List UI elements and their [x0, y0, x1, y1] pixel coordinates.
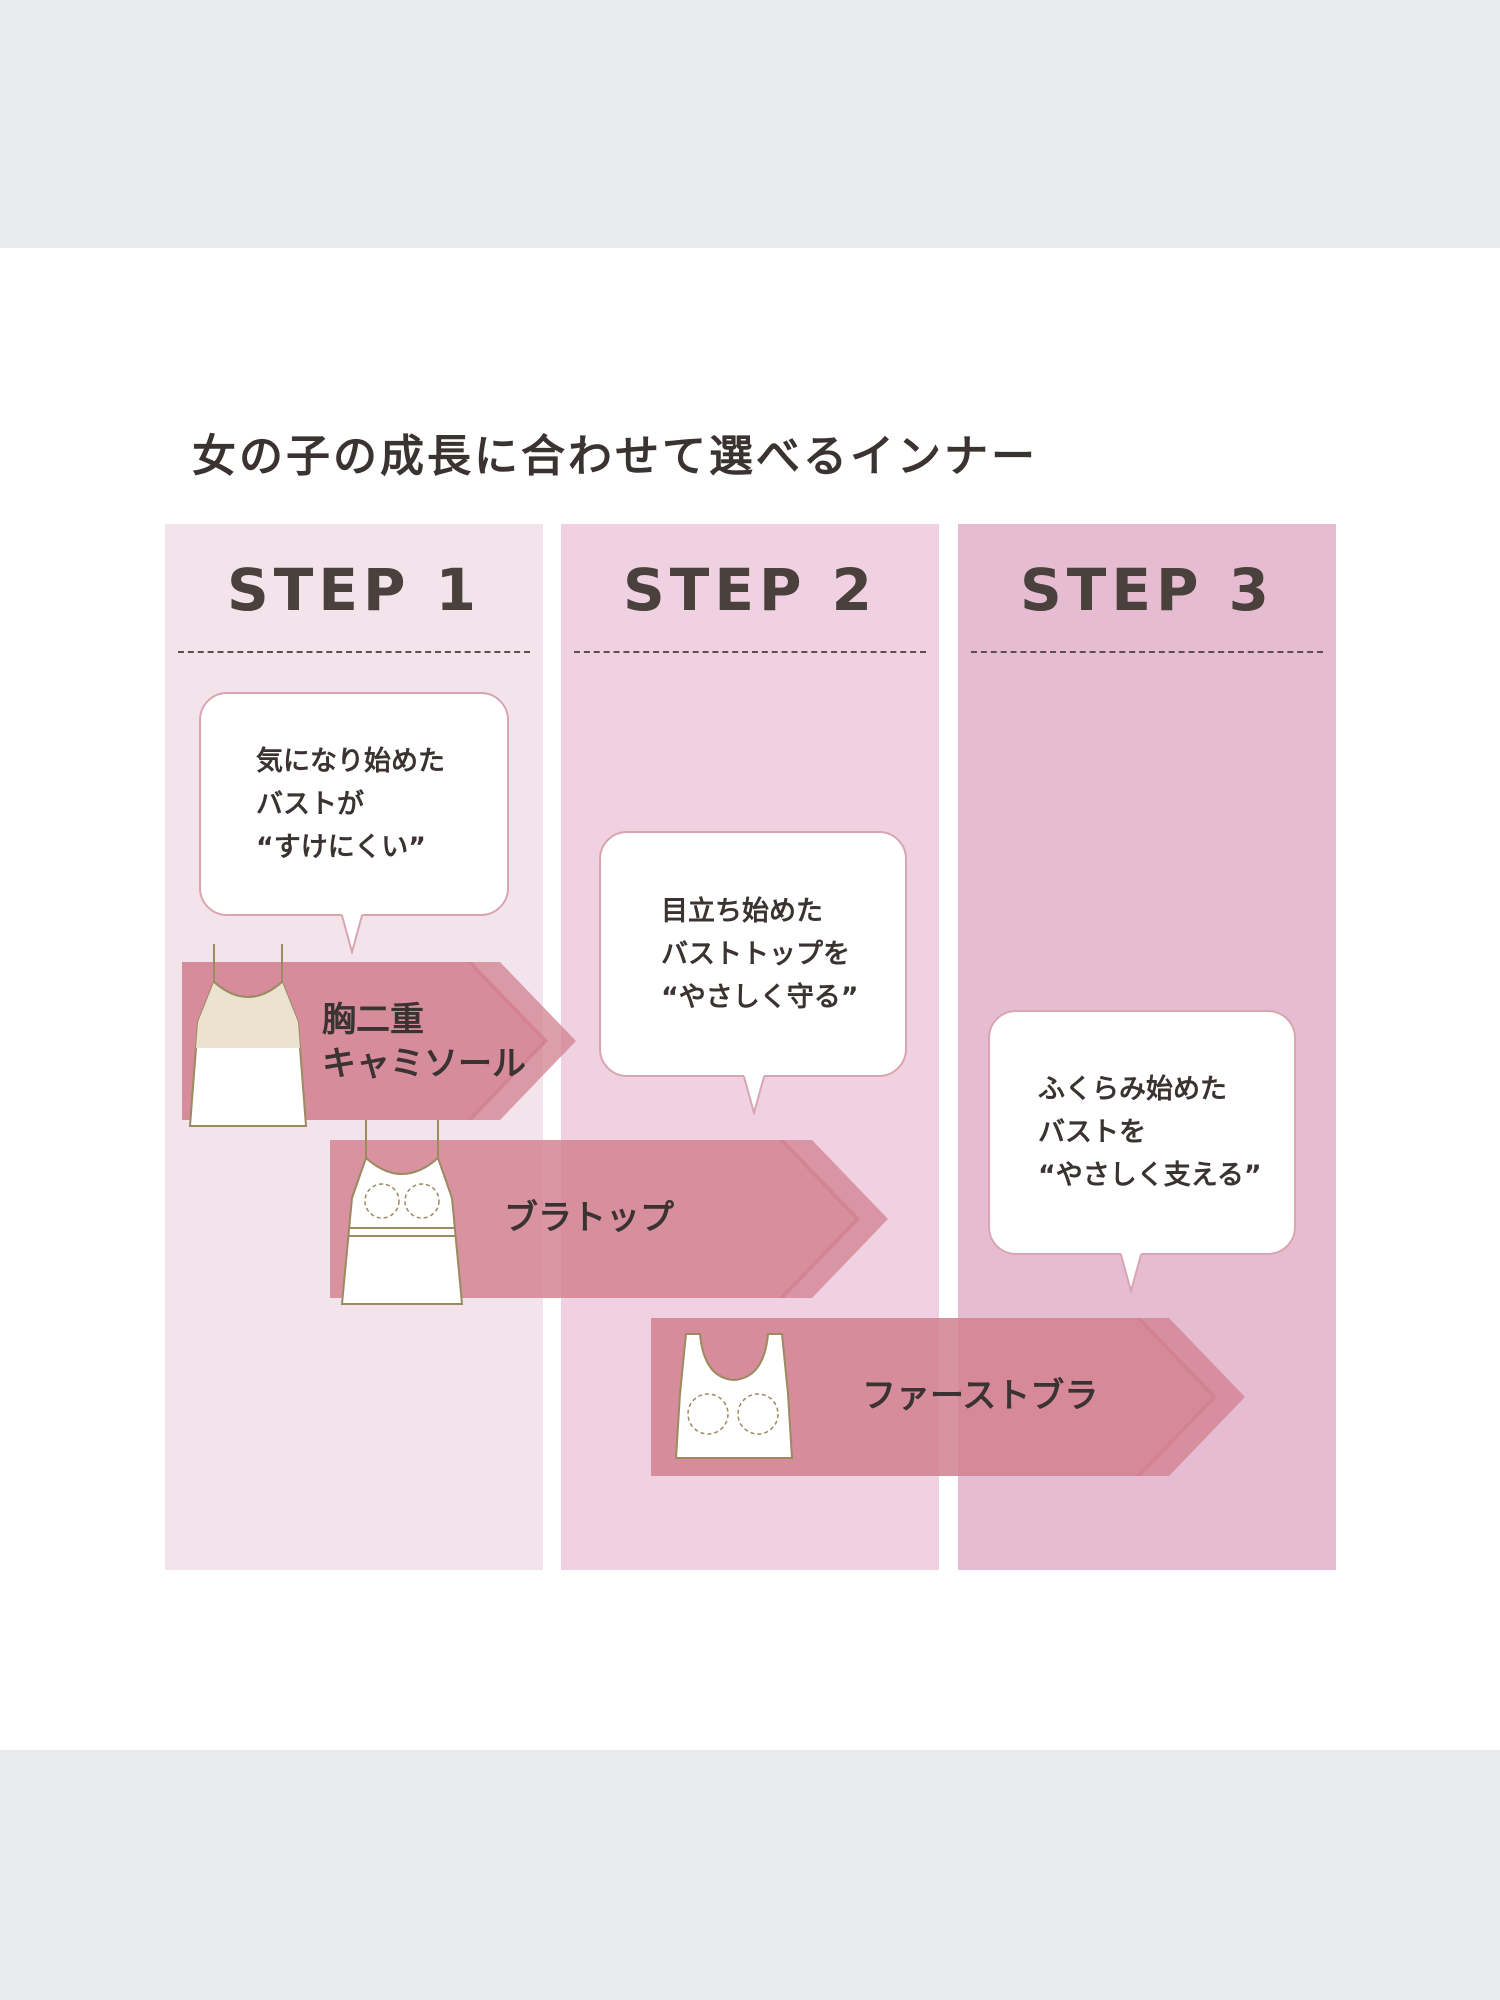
bubble-1-tail: [341, 914, 363, 954]
step-3-speech-bubble: ふくらみ始めた バストを “やさしく支える”: [988, 1010, 1296, 1293]
camisole-label-line-2: キャミソール: [322, 1044, 526, 1084]
bubble-3-line-3: “やさしく支える”: [1038, 1160, 1262, 1191]
step-2-label: STEP 2: [622, 556, 877, 624]
bubble-2-line-2: バストトップを: [661, 938, 850, 970]
first-bra-label: ファーストブラ: [862, 1376, 1099, 1416]
first-bra-arrow: [651, 1318, 1245, 1476]
camisole-label: 胸二重 キャミソール: [322, 998, 526, 1086]
camisole-icon: [188, 944, 308, 1127]
bubble-2-tail: [743, 1075, 765, 1115]
bubble-3-tail: [1120, 1253, 1142, 1293]
step-1-label: STEP 1: [226, 556, 481, 624]
bra-top-arrow: [330, 1140, 888, 1298]
bubble-2-line-1: 目立ち始めた: [661, 895, 823, 927]
first-bra-arrow-shape: [651, 1318, 1245, 1476]
bra-top-arrow-shape: [330, 1140, 888, 1298]
bubble-1-line-1: 気になり始めた: [256, 745, 445, 777]
top-gray-band: [0, 0, 1500, 248]
bubble-1-line-3: “すけにくい”: [256, 831, 426, 863]
step-3-label: STEP 3: [1019, 556, 1274, 624]
step-3-divider: [971, 651, 1323, 653]
page-title: 女の子の成長に合わせて選べるインナー: [192, 431, 1038, 482]
first-bra-icon: [674, 1333, 794, 1459]
bubble-3-line-2: バストを: [1038, 1117, 1146, 1148]
bra-top-icon: [340, 1120, 464, 1305]
step-1-divider: [178, 651, 530, 653]
bottom-gray-band: [0, 1750, 1500, 2000]
camisole-label-line-1: 胸二重: [322, 1000, 424, 1040]
bra-top-label: ブラトップ: [504, 1198, 674, 1238]
bubble-2-line-3: “やさしく守る”: [661, 981, 859, 1013]
bubble-1-line-2: バストが: [256, 788, 364, 820]
step-2-divider: [574, 651, 926, 653]
step-1-speech-bubble: 気になり始めた バストが “すけにくい”: [199, 692, 509, 954]
step-2-speech-bubble: 目立ち始めた バストトップを “やさしく守る”: [599, 831, 907, 1115]
bubble-3-line-1: ふくらみ始めた: [1038, 1074, 1227, 1105]
